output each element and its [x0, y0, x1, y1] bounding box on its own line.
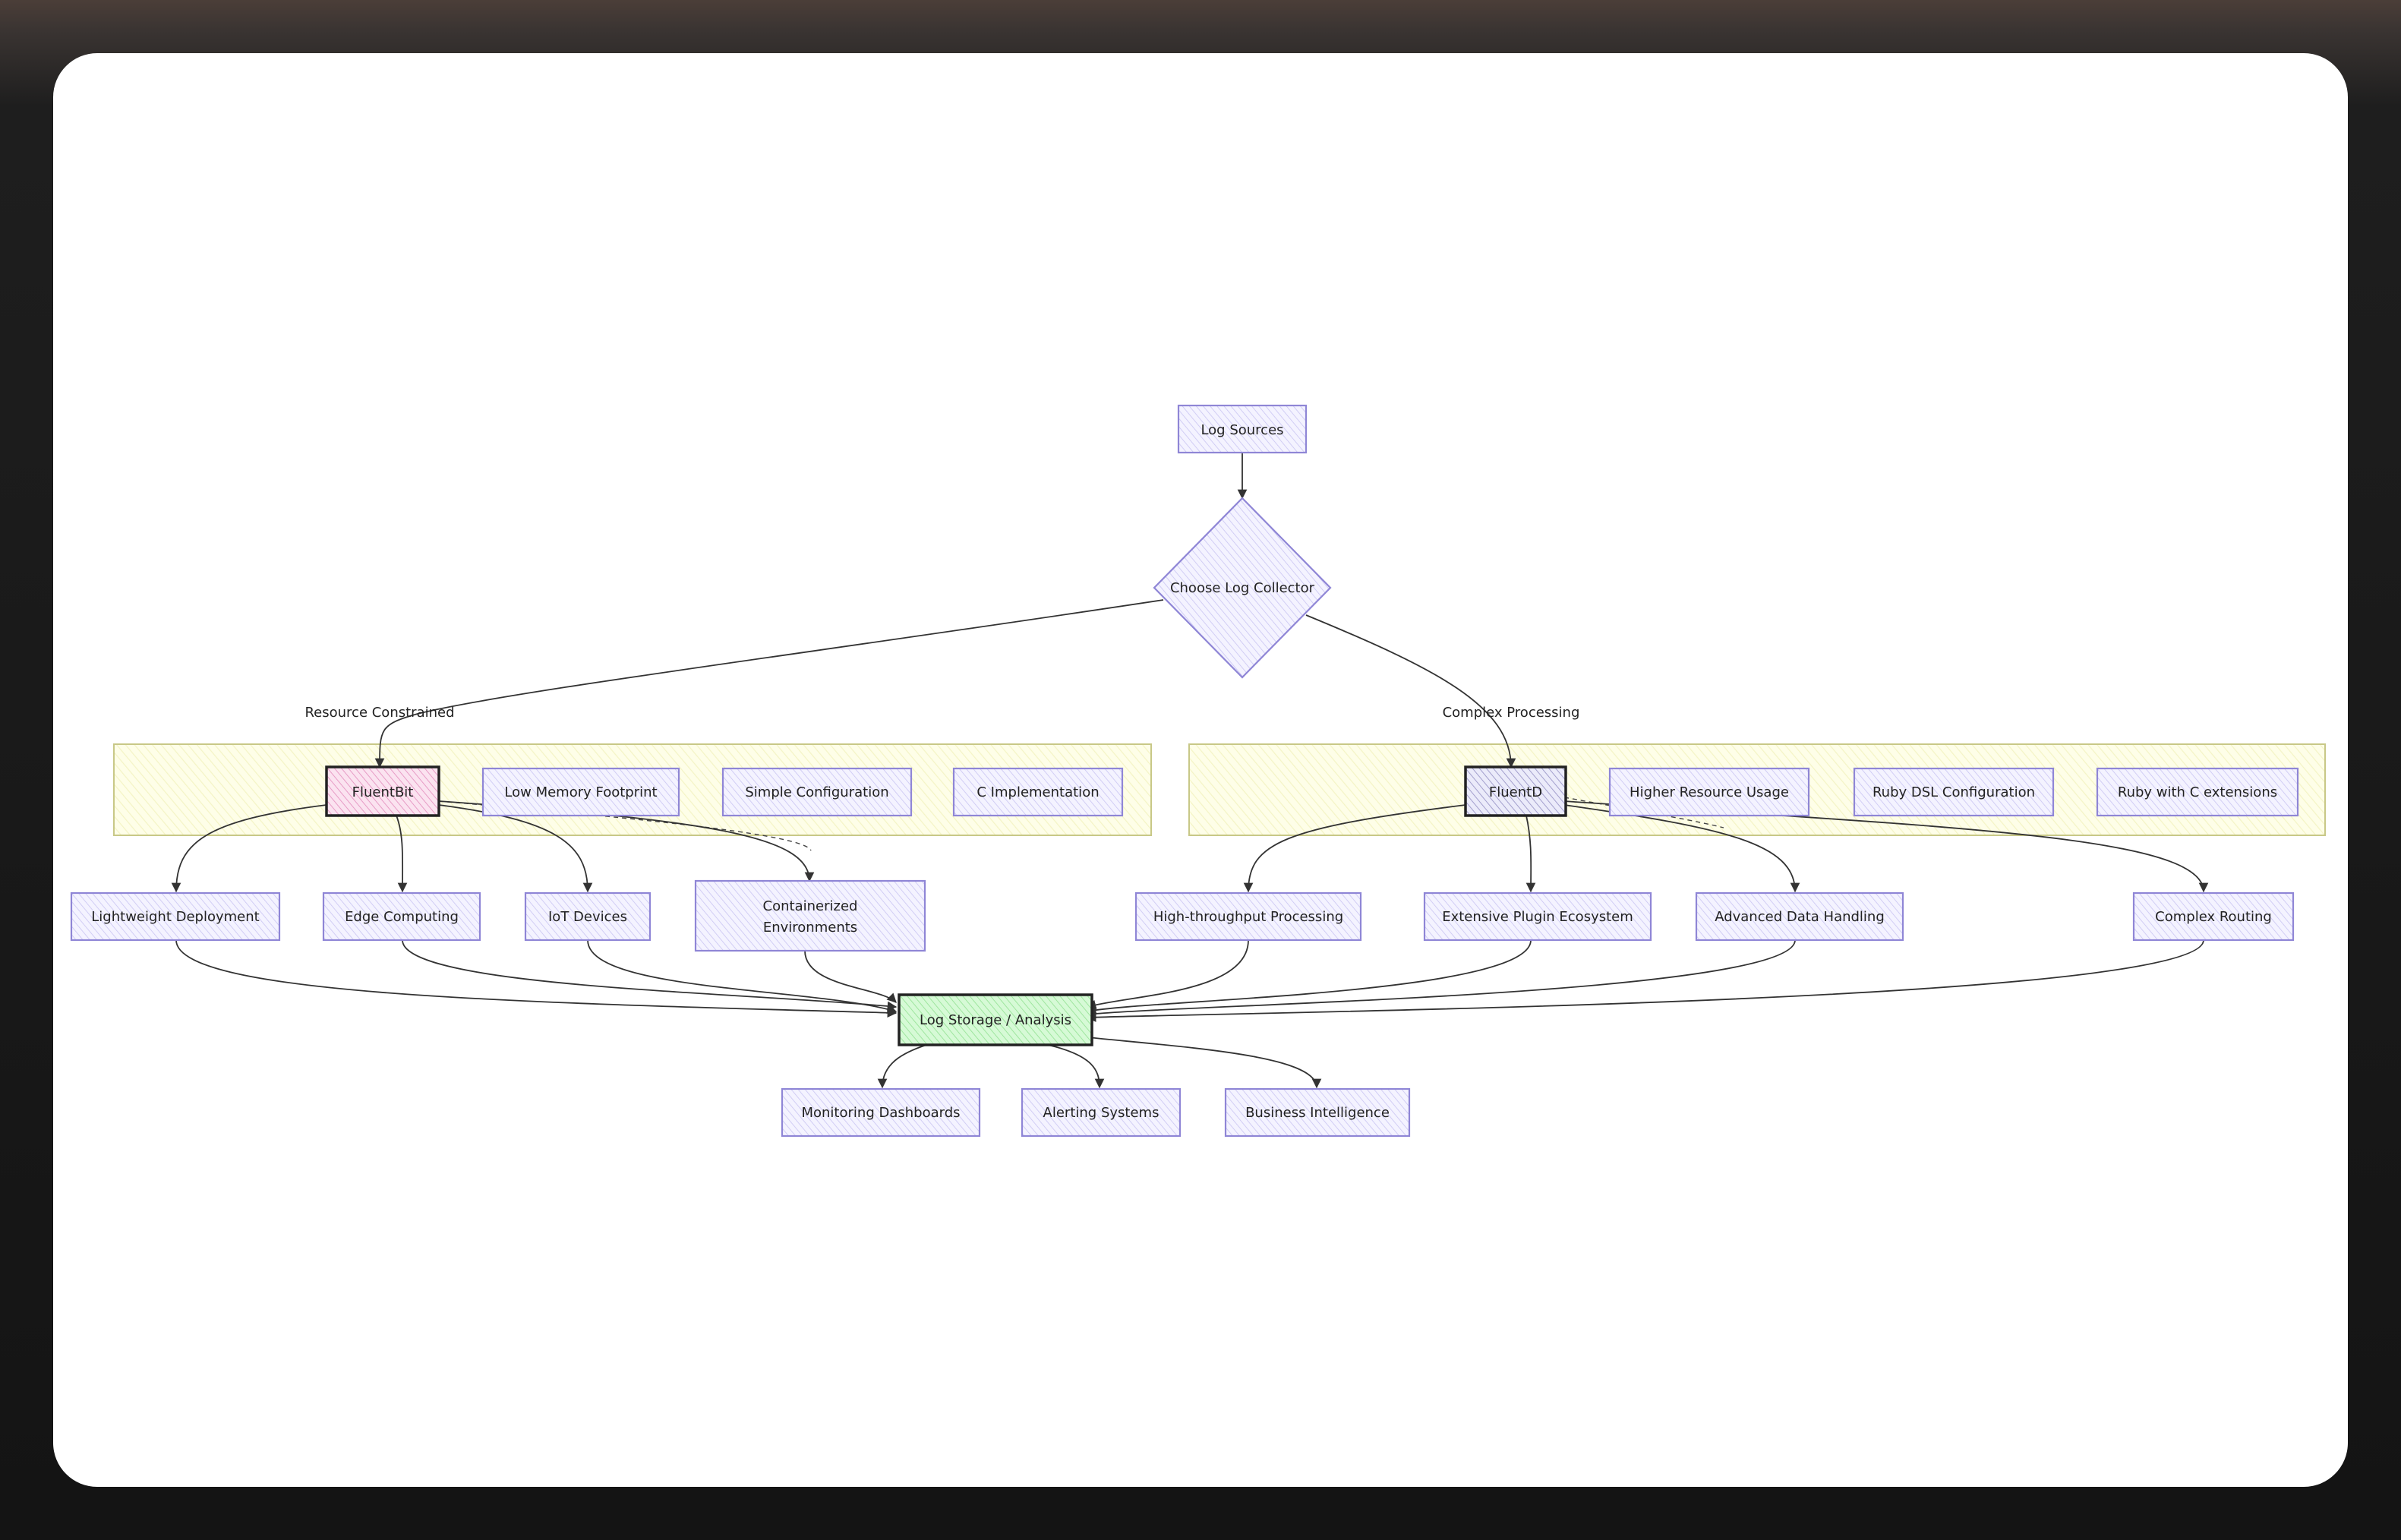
node-extensive-plugin-ecosystem[interactable]: Extensive Plugin Ecosystem [1423, 891, 1652, 942]
edges [171, 451, 2209, 1089]
node-fluentd[interactable]: FluentD [1464, 765, 1567, 817]
node-label-line-1: Containerized [763, 898, 858, 914]
node-label: Ruby with C extensions [2118, 784, 2277, 800]
node-label: Edge Computing [345, 909, 459, 925]
node-low-memory-footprint[interactable]: Low Memory Footprint [481, 767, 680, 817]
flowchart: Resource Constrained Complex Processing … [70, 404, 2326, 1138]
node-label: FluentBit [352, 784, 414, 800]
node-high-throughput-processing[interactable]: High-throughput Processing [1134, 891, 1362, 942]
node-label: Choose Log Collector [1170, 580, 1315, 596]
node-label: Lightweight Deployment [91, 909, 259, 925]
edge-label-resource-constrained: Resource Constrained [304, 705, 454, 721]
node-label: Simple Configuration [745, 784, 888, 800]
node-label: Advanced Data Handling [1715, 909, 1885, 925]
node-complex-routing[interactable]: Complex Routing [2132, 891, 2295, 942]
node-iot-devices[interactable]: IoT Devices [524, 891, 652, 942]
node-c-implementation[interactable]: C Implementation [952, 767, 1124, 817]
node-alerting-systems[interactable]: Alerting Systems [1021, 1087, 1182, 1138]
diagram-canvas: Resource Constrained Complex Processing … [53, 53, 2348, 1487]
node-lightweight-deployment[interactable]: Lightweight Deployment [70, 891, 281, 942]
node-label: FluentD [1489, 784, 1542, 800]
node-label: Ruby DSL Configuration [1873, 784, 2035, 800]
node-ruby-dsl-configuration[interactable]: Ruby DSL Configuration [1853, 767, 2055, 817]
node-label: Log Sources [1200, 422, 1283, 438]
node-fluentbit[interactable]: FluentBit [325, 765, 440, 817]
node-choose-log-collector[interactable]: Choose Log Collector [1153, 497, 1332, 679]
node-label-line-2: Environments [763, 920, 857, 936]
node-advanced-data-handling[interactable]: Advanced Data Handling [1695, 891, 1904, 942]
node-containerized-environments[interactable]: Containerized Environments [694, 879, 926, 952]
edge-label-complex-processing: Complex Processing [1443, 705, 1580, 721]
node-label: High-throughput Processing [1153, 909, 1343, 925]
node-log-sources[interactable]: Log Sources [1177, 404, 1308, 454]
node-label: IoT Devices [548, 909, 627, 925]
node-label: Log Storage / Analysis [920, 1012, 1071, 1028]
node-label: Complex Routing [2155, 909, 2272, 925]
node-log-storage-analysis[interactable]: Log Storage / Analysis [898, 993, 1093, 1046]
node-simple-configuration[interactable]: Simple Configuration [721, 767, 913, 817]
node-label: Business Intelligence [1245, 1105, 1390, 1121]
node-monitoring-dashboards[interactable]: Monitoring Dashboards [781, 1087, 981, 1138]
node-label: Monitoring Dashboards [801, 1105, 960, 1121]
node-label: Extensive Plugin Ecosystem [1442, 909, 1633, 925]
node-higher-resource-usage[interactable]: Higher Resource Usage [1608, 767, 1810, 817]
node-edge-computing[interactable]: Edge Computing [322, 891, 481, 942]
node-label: Higher Resource Usage [1630, 784, 1789, 800]
node-label: Low Memory Footprint [504, 784, 657, 800]
node-business-intelligence[interactable]: Business Intelligence [1224, 1087, 1411, 1138]
node-label: Alerting Systems [1043, 1105, 1159, 1121]
node-ruby-with-c-extensions[interactable]: Ruby with C extensions [2096, 767, 2299, 817]
node-label: C Implementation [976, 784, 1099, 800]
